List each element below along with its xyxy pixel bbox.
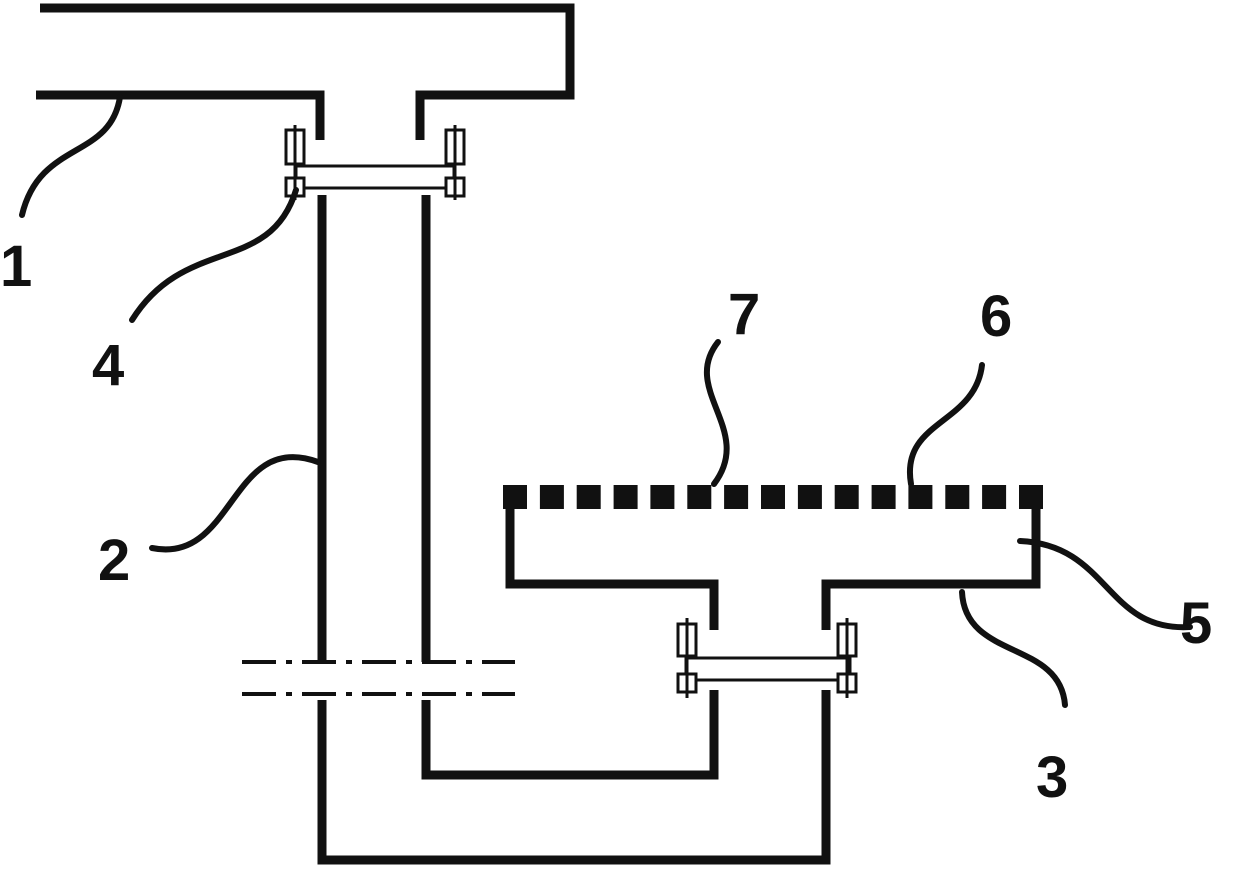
leader-line-2 xyxy=(149,454,321,553)
plate-hole xyxy=(724,485,749,509)
downcomer-pipe xyxy=(242,195,831,865)
plate-hole xyxy=(982,485,1007,509)
lower-flange-plate xyxy=(684,656,852,682)
u-bend-inner-wall xyxy=(421,690,719,780)
plate-hole xyxy=(613,485,638,509)
label-1: 1 xyxy=(0,234,32,299)
label-3: 3 xyxy=(1036,745,1068,810)
top-chamber-lower-wall xyxy=(36,90,325,140)
top-chamber xyxy=(36,3,575,140)
distribution-box xyxy=(505,508,1041,630)
label-6: 6 xyxy=(980,284,1012,349)
plate-hole xyxy=(539,485,564,509)
plate-hole xyxy=(503,485,527,509)
leader-lines xyxy=(19,94,1193,708)
leader-line-3 xyxy=(959,589,1068,708)
plate-hole xyxy=(871,485,896,509)
perforated-plate xyxy=(503,485,1043,509)
distribution-box-left-wall xyxy=(505,508,719,630)
plate-hole xyxy=(650,485,675,509)
leader-line-4 xyxy=(129,187,299,323)
distribution-box-right-wall xyxy=(821,508,1041,630)
plate-hole xyxy=(761,485,785,509)
plate-hole xyxy=(945,485,970,509)
plate-hole xyxy=(797,485,822,509)
plate-hole xyxy=(908,485,933,509)
reference-numerals: 1 4 2 7 6 5 3 xyxy=(0,234,1212,810)
plate-hole xyxy=(1019,485,1043,509)
leader-line-1 xyxy=(19,94,123,218)
plate-hole xyxy=(687,485,712,509)
label-5: 5 xyxy=(1180,591,1212,656)
lower-flange xyxy=(676,618,858,698)
u-bend-outer-wall xyxy=(317,690,831,865)
upper-flange xyxy=(284,125,466,200)
upper-flange-plate xyxy=(294,164,456,190)
plate-hole xyxy=(576,485,601,509)
label-7: 7 xyxy=(728,282,760,347)
label-4: 4 xyxy=(92,333,124,398)
leader-line-7 xyxy=(703,339,730,487)
top-chamber-outer-wall xyxy=(40,3,575,140)
leader-line-6 xyxy=(906,362,985,487)
leader-line-5 xyxy=(1017,538,1193,631)
plate-hole xyxy=(834,485,859,509)
label-2: 2 xyxy=(98,528,130,593)
